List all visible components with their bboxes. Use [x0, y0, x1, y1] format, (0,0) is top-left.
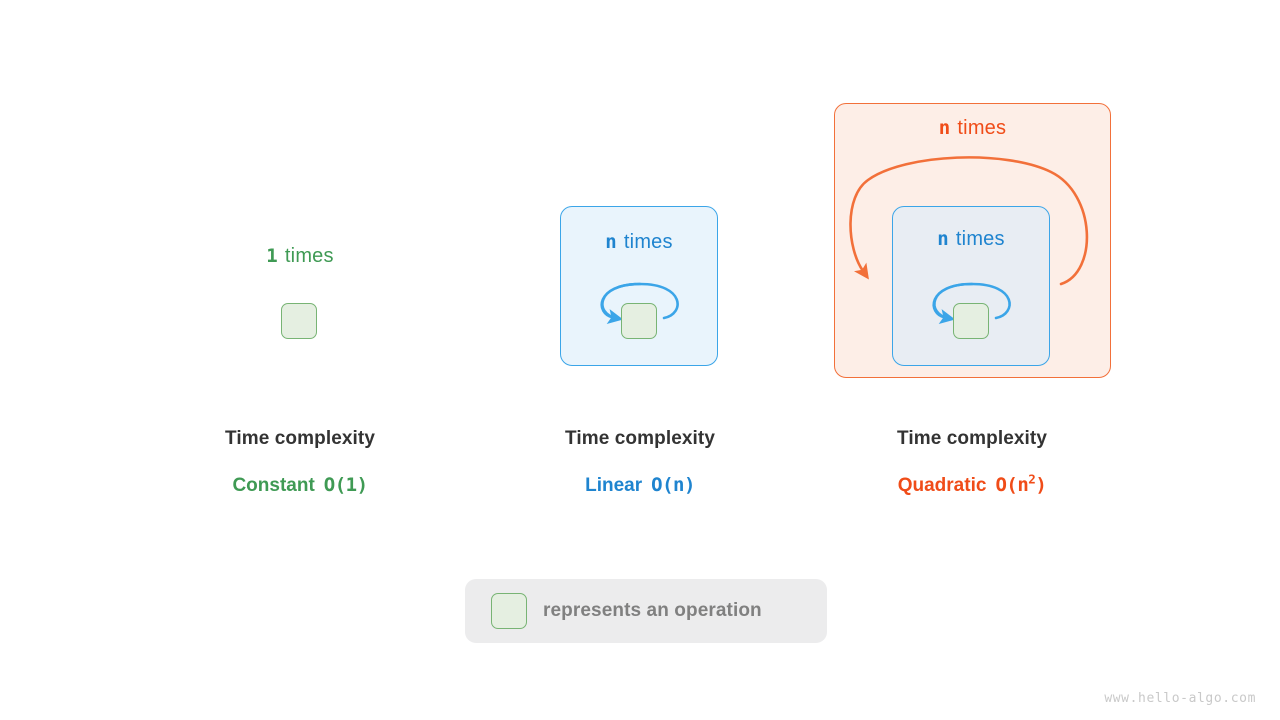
quadratic-notation-exponent: 2 — [1028, 471, 1036, 487]
constant-diagram: 1 times — [120, 90, 480, 390]
linear-loop-count: n — [605, 231, 617, 253]
quadratic-notation-suffix: ) — [1035, 474, 1047, 496]
legend-operation-swatch — [491, 593, 527, 629]
linear-value: Linear O(n) — [460, 474, 820, 497]
operation-box — [281, 303, 317, 339]
constant-name: Constant — [232, 475, 315, 496]
linear-loop-word: times — [623, 231, 673, 253]
constant-value: Constant O(1) — [120, 474, 480, 497]
constant-notation: O(1) — [323, 474, 368, 496]
legend: represents an operation — [465, 579, 827, 643]
quadratic-title: Time complexity — [896, 428, 1048, 449]
quadratic-notation: O(n2) — [995, 471, 1047, 496]
linear-notation: O(n) — [651, 474, 695, 496]
constant-times-label: 1 times — [120, 245, 480, 268]
quadratic-value: Quadratic O(n2) — [792, 471, 1152, 497]
quadratic-inner-loop-word: times — [955, 228, 1005, 250]
operation-box — [621, 303, 657, 339]
legend-label: represents an operation — [543, 600, 762, 621]
quadratic-outer-loop-count: n — [938, 117, 951, 139]
quadratic-outer-loop-word: times — [957, 117, 1007, 139]
constant-loop-word: times — [284, 245, 334, 267]
linear-loop-frame — [560, 206, 718, 366]
complexity-column-constant: 1 times Time complexity Constant O(1) — [120, 0, 480, 720]
linear-title: Time complexity — [564, 428, 716, 449]
linear-name: Linear — [585, 475, 643, 496]
constant-loop-count: 1 — [266, 245, 278, 267]
operation-box — [953, 303, 989, 339]
watermark: www.hello-algo.com — [1104, 691, 1256, 706]
quadratic-name: Quadratic — [897, 475, 987, 496]
quadratic-notation-prefix: O(n — [995, 474, 1029, 496]
quadratic-inner-loop-count: n — [937, 228, 949, 250]
constant-title: Time complexity — [224, 428, 376, 449]
